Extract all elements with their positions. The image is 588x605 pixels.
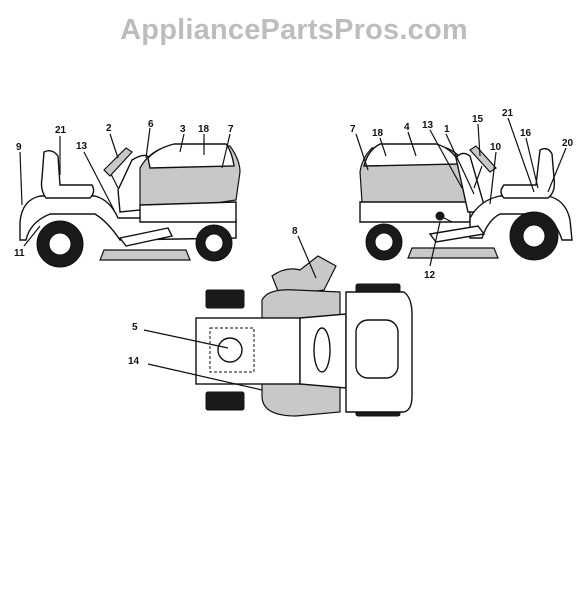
top-rear-wheel-upper [205, 289, 245, 309]
left-chassis [139, 201, 237, 223]
right-lift-lever [439, 215, 453, 223]
callout-right-21: 21 [502, 108, 514, 119]
left-deck-lift [118, 227, 174, 247]
callout-left-3: 3 [180, 124, 186, 135]
right-chassis [359, 201, 471, 223]
callout-right-18: 18 [372, 128, 384, 139]
callout-left-11: 11 [14, 248, 25, 259]
leader-left-13 [83, 151, 115, 211]
right-seat [500, 147, 556, 199]
leader-right-21 [507, 117, 535, 193]
top-rear-wheel-lower [205, 391, 245, 411]
callout-top-5: 5 [132, 322, 138, 333]
callout-right-20: 20 [562, 138, 574, 149]
leader-right-10 [489, 151, 497, 205]
left-rear-hub [48, 232, 72, 256]
callout-right-10: 10 [490, 142, 502, 153]
callout-left-13: 13 [76, 141, 88, 152]
top-rear-body [195, 317, 301, 385]
left-seat [40, 149, 95, 199]
left-steering-wheel [103, 147, 133, 177]
right-mower-deck [407, 247, 499, 259]
callout-left-18: 18 [198, 124, 210, 135]
leader-right-1 [445, 133, 475, 195]
top-hood-panel [355, 319, 399, 379]
leader-right-7 [355, 133, 369, 171]
callout-right-4: 4 [404, 122, 410, 133]
top-steering-wheel [313, 327, 331, 373]
callout-right-15: 15 [472, 114, 484, 125]
leader-right-16 [525, 137, 539, 189]
callout-right-13: 13 [422, 120, 434, 131]
leader-top-14 [147, 363, 263, 391]
left-front-hub [204, 233, 224, 253]
leader-right-12 [429, 221, 441, 267]
callout-left-6: 6 [148, 119, 154, 130]
right-side-view: 7 18 4 13 1 15 21 16 20 10 12 [350, 108, 574, 281]
left-mower-deck [99, 249, 191, 261]
right-front-hub [374, 232, 394, 252]
leader-left-2 [109, 133, 119, 159]
leader-left-3 [179, 133, 185, 153]
callout-top-8: 8 [292, 226, 298, 237]
callout-left-9: 9 [16, 142, 22, 153]
leader-right-15 [477, 123, 481, 157]
callout-right-1: 1 [444, 124, 450, 135]
leader-right-4 [407, 131, 417, 157]
top-discharge-chute [271, 255, 337, 297]
right-steering-wheel [469, 145, 497, 173]
right-rear-fender [469, 195, 573, 241]
leader-right-20 [547, 147, 567, 193]
leader-top-5 [143, 329, 229, 349]
watermark-logo-text: AppliancePartsPros.com [120, 14, 468, 46]
leader-left-9 [19, 151, 23, 206]
callout-left-7: 7 [228, 124, 234, 135]
leader-left-7 [221, 133, 231, 169]
leader-right-18 [379, 137, 387, 157]
top-seat-pan [217, 337, 243, 363]
left-side-view: 9 21 2 6 3 18 7 13 11 [14, 119, 241, 268]
right-hood-top [363, 143, 462, 167]
leader-left-6 [145, 127, 151, 159]
leader-right-13 [429, 129, 463, 189]
left-hood-top [147, 143, 235, 169]
callout-right-7: 7 [350, 124, 356, 135]
callout-right-12: 12 [424, 270, 436, 281]
right-deck-lift [428, 225, 486, 243]
top-seat-outline [209, 327, 255, 373]
callout-top-14: 14 [128, 356, 140, 367]
top-view: 8 5 14 [128, 226, 413, 417]
callout-left-2: 2 [106, 123, 112, 134]
leader-left-11 [23, 225, 41, 247]
callout-left-21: 21 [55, 125, 67, 136]
left-rear-fender [19, 195, 237, 241]
callout-right-16: 16 [520, 128, 532, 139]
right-steering-column [473, 165, 483, 189]
right-rear-hub [522, 224, 546, 248]
leader-top-8 [297, 235, 317, 279]
